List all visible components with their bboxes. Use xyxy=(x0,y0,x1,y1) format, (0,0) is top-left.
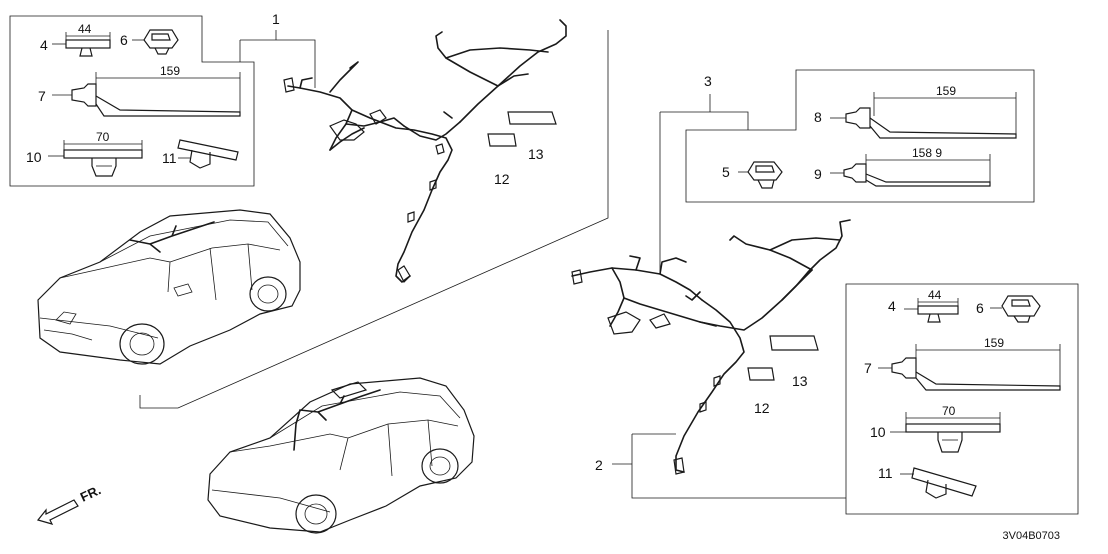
right-upper-box xyxy=(685,69,1035,203)
strip-clip-70-right xyxy=(890,412,1001,453)
callout-2: 2 xyxy=(595,457,603,473)
car-bottom xyxy=(207,377,475,534)
grommet-6-right xyxy=(990,295,1041,323)
car-top-left xyxy=(37,209,301,365)
dimension-70-left: 70 xyxy=(96,130,110,144)
band-159-right xyxy=(830,92,1017,139)
strip-clip-70-left xyxy=(48,140,143,177)
band-1589-right xyxy=(830,154,991,187)
left-parts-box xyxy=(9,15,255,187)
callout-10-right: 10 xyxy=(870,424,886,440)
callout-6-right: 6 xyxy=(976,300,984,316)
dimension-44-right: 44 xyxy=(928,288,942,302)
dimension-159-left: 159 xyxy=(160,64,181,78)
harness-2-3 xyxy=(571,219,851,475)
callout-5: 5 xyxy=(722,164,730,180)
callout-12-left: 12 xyxy=(494,171,510,187)
callout-4-left: 4 xyxy=(40,37,48,53)
callout-7-right: 7 xyxy=(864,360,872,376)
callout-13-left: 13 xyxy=(528,146,544,162)
callout-6-left: 6 xyxy=(120,32,128,48)
band-159-lower xyxy=(878,344,1061,391)
callout-7-left: 7 xyxy=(38,88,46,104)
diagram-code: 3V04B0703 xyxy=(1002,530,1061,542)
strip-clip-11-right xyxy=(900,467,977,499)
harness-1 xyxy=(283,19,567,284)
pad-12-left xyxy=(487,133,517,147)
dimension-44-left: 44 xyxy=(78,22,92,36)
callout-12-right: 12 xyxy=(754,400,770,416)
callout-1: 1 xyxy=(272,11,280,27)
band-159-left xyxy=(52,72,241,117)
callout-9: 9 xyxy=(814,166,822,182)
callout-3: 3 xyxy=(704,73,712,89)
grommet-5-right xyxy=(738,161,783,189)
dimension-70-right: 70 xyxy=(942,404,956,418)
callout-8: 8 xyxy=(814,109,822,125)
strip-clip-11-left xyxy=(177,139,239,169)
pad-13-left xyxy=(507,111,557,125)
leader-3 xyxy=(660,111,749,130)
pad-12-right xyxy=(747,367,775,381)
left-panel-outline xyxy=(139,30,609,409)
clip-44-right xyxy=(904,298,959,323)
front-arrow-icon xyxy=(36,499,79,525)
callout-11-right: 11 xyxy=(878,465,893,481)
dimension-159-lower: 159 xyxy=(984,336,1005,350)
pad-13-right xyxy=(769,335,819,351)
right-lower-box xyxy=(845,283,1079,515)
callout-4-right: 4 xyxy=(888,298,896,314)
callout-10-left: 10 xyxy=(26,149,42,165)
leader-1 xyxy=(240,39,316,88)
callout-11-left: 11 xyxy=(162,150,177,166)
grommet-6-left xyxy=(132,29,179,55)
clip-44-left xyxy=(52,32,111,57)
dimension-159-right: 159 xyxy=(936,84,957,98)
callout-13-right: 13 xyxy=(792,373,808,389)
dimension-1589-right: 158 9 xyxy=(912,146,943,160)
